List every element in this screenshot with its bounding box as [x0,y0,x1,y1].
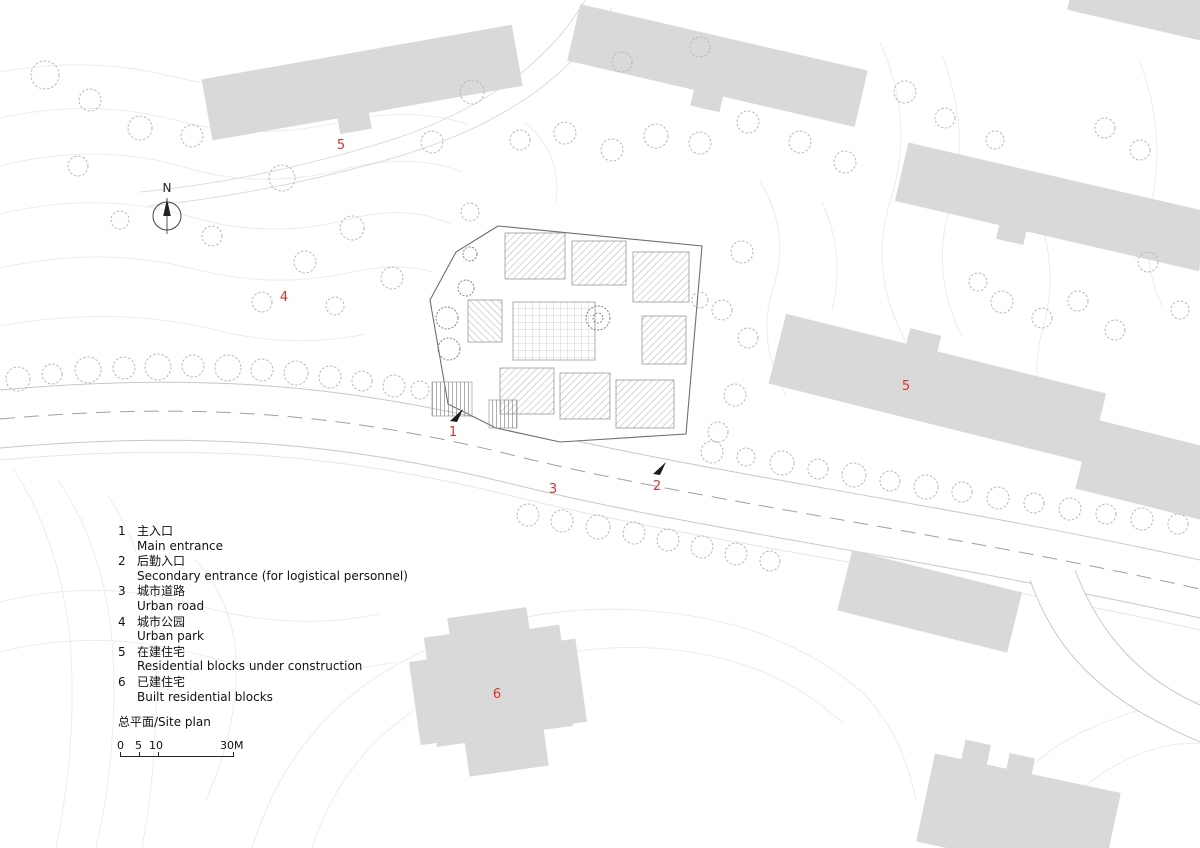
scale-bar: 0 5 10 30M [117,738,268,763]
marker-built-residential: 6 [493,687,501,702]
legend-number: 4 [118,614,126,629]
legend-number: 1 [118,524,126,538]
plan-title: 总平面/Site plan [118,715,211,730]
urban-road [0,381,1200,631]
legend-label-en: Urban road [137,598,205,613]
building-right-edge [1075,418,1200,547]
legend-label-zh: 城市道路 [137,584,186,599]
building-under-construction-right [768,313,1107,464]
legend-number: 6 [118,674,126,689]
legend-item-built-residential: 6 已建住宅 Built residential blocks [118,675,538,704]
scale-label-0: 0 [117,738,124,752]
legend-label-en: Secondary entrance (for logistical perso… [137,568,408,583]
legend-label-en: Residential blocks under construction [137,659,363,674]
plan-markers: 1 2 3 4 5 5 6 [280,138,910,702]
park-path [139,0,613,207]
main-building-plan [429,225,703,475]
legend-item-secondary-entrance: 2 后勤入口 Secondary entrance (for logistica… [118,554,538,583]
marker-urban-road: 3 [549,482,557,497]
legend-label-zh: 主入口 [137,524,174,538]
branch-road [1029,569,1200,743]
legend-label-en: Main entrance [137,538,224,553]
marker-secondary-entrance: 2 [653,479,661,494]
main-entrance-arrow-icon [450,409,463,422]
marker-under-construction-b: 5 [902,379,910,394]
building-under-construction-top-middle [567,4,868,127]
building-built-residential-cross [408,607,588,777]
scale-label-5: 5 [135,738,142,752]
legend-label-zh: 城市公园 [137,614,186,629]
building-lower-right [837,550,1023,653]
legend-label-zh: 已建住宅 [137,674,186,689]
legend-item-under-construction: 5 在建住宅 Residential blocks under construc… [118,645,538,674]
marker-under-construction-a: 5 [337,138,345,153]
building-top-right-corner [1067,0,1200,46]
legend: 1 主入口 Main entrance 2 后勤入口 Secondary ent… [117,524,538,763]
legend-label-zh: 在建住宅 [137,644,186,659]
scale-label-30: 30M [220,738,244,752]
north-label: N [163,181,172,195]
marker-main-entrance: 1 [449,425,457,440]
legend-label-zh: 后勤入口 [137,554,186,569]
scale-bar-line [120,751,234,757]
north-arrow: N [152,181,182,234]
legend-label-en: Urban park [137,629,204,644]
legend-item-urban-road: 3 城市道路 Urban road [118,584,538,613]
legend-item-main-entrance: 1 主入口 Main entrance [118,524,538,553]
secondary-entrance-arrow-icon [653,462,666,475]
legend-number: 2 [118,554,126,569]
legend-label-en: Built residential blocks [137,689,273,704]
scale-label-10: 10 [149,738,163,752]
legend-number: 3 [118,584,126,599]
legend-number: 5 [118,644,126,659]
building-bottom-right [916,739,1121,848]
building-under-construction-top-left [201,24,523,141]
marker-urban-park: 4 [280,290,288,305]
building-under-construction-top-right [894,142,1200,272]
legend-item-urban-park: 4 城市公园 Urban park [118,615,538,644]
contour-lines [0,41,1200,848]
trees [5,36,1190,572]
